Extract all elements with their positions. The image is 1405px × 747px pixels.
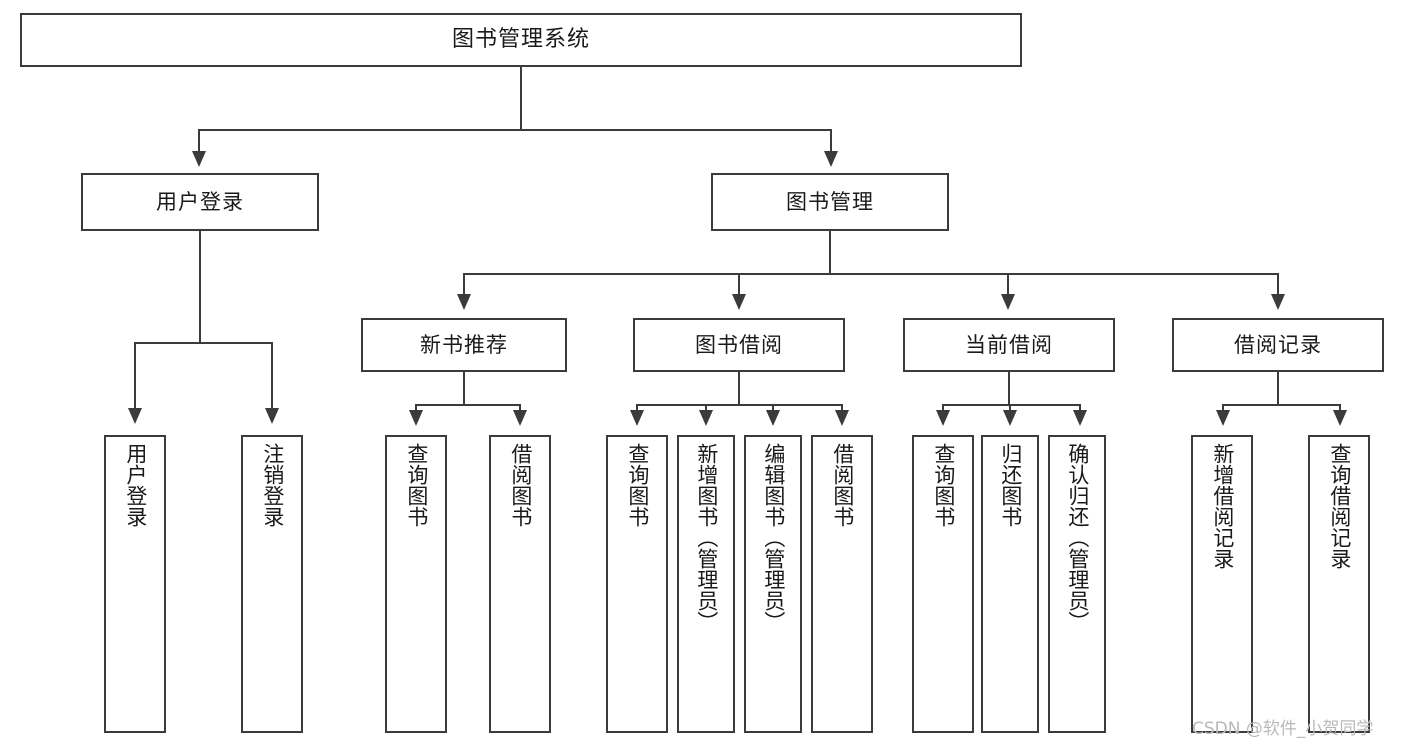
node-label: 图书管理	[786, 189, 874, 214]
connector-borrow-record-drop-2	[1339, 404, 1341, 412]
node-label: 用户登录	[156, 189, 244, 214]
leaf-label: 新增借阅记录	[1210, 443, 1235, 569]
leaf-label: 查询图书	[404, 443, 429, 527]
node-label: 图书管理系统	[451, 27, 590, 53]
leaf-return-book[interactable]: 归还图书	[981, 435, 1039, 733]
connector-current-borrow-drop-1	[942, 404, 944, 412]
leaf-label: 借阅图书	[508, 443, 533, 527]
connector-book-borrow-drop-1	[636, 404, 638, 412]
connector-user-login-drop-2	[271, 342, 273, 410]
arrowhead-leaf-logout	[265, 408, 279, 424]
arrowhead-leaf-query-book-3	[936, 410, 950, 426]
leaf-logout[interactable]: 注销登录	[241, 435, 303, 733]
leaf-edit-book-admin[interactable]: 编辑图书（管理员）	[744, 435, 802, 733]
connector-to-current-borrow	[1007, 273, 1009, 296]
connector-current-borrow-drop-2	[1009, 404, 1011, 412]
connector-root-bus	[198, 129, 832, 131]
arrowhead-leaf-query-record	[1333, 410, 1347, 426]
leaf-label: 确认归还（管理员）	[1065, 443, 1090, 632]
arrowhead-leaf-confirm-return	[1073, 410, 1087, 426]
leaf-label: 查询借阅记录	[1327, 443, 1352, 569]
arrowhead-root-to-user-login	[192, 151, 206, 167]
watermark-csdn: CSDN @软件_小贺同学	[1192, 719, 1374, 739]
connector-borrow-record-bus	[1222, 404, 1341, 406]
connector-book-manage-stem	[829, 231, 831, 274]
connector-user-login-stem	[199, 231, 201, 343]
leaf-label: 编辑图书（管理员）	[761, 443, 786, 632]
leaf-label: 注销登录	[260, 443, 285, 527]
connector-to-book-borrow	[738, 273, 740, 296]
connector-new-book-stem	[463, 372, 465, 405]
connector-book-borrow-bus	[636, 404, 843, 406]
node-user-login[interactable]: 用户登录	[81, 173, 319, 231]
arrowhead-leaf-add-record	[1216, 410, 1230, 426]
node-borrow-record[interactable]: 借阅记录	[1172, 318, 1384, 372]
leaf-label: 新增图书（管理员）	[694, 443, 719, 632]
leaf-query-book-current[interactable]: 查询图书	[912, 435, 974, 733]
connector-root-stem	[520, 67, 522, 130]
connector-book-borrow-stem	[738, 372, 740, 405]
leaf-borrow-book[interactable]: 借阅图书	[811, 435, 873, 733]
leaf-borrow-book-recommend[interactable]: 借阅图书	[489, 435, 551, 733]
arrowhead-root-to-book-manage	[824, 151, 838, 167]
node-new-book-recommend[interactable]: 新书推荐	[361, 318, 567, 372]
leaf-label: 查询图书	[625, 443, 650, 527]
connector-book-borrow-drop-3	[772, 404, 774, 412]
node-label: 当前借阅	[965, 332, 1053, 357]
arrowhead-leaf-user-login	[128, 408, 142, 424]
node-book-management[interactable]: 图书管理	[711, 173, 949, 231]
node-label: 图书借阅	[695, 332, 783, 357]
leaf-label: 用户登录	[123, 443, 148, 527]
leaf-query-book-borrow[interactable]: 查询图书	[606, 435, 668, 733]
leaf-label: 查询图书	[931, 443, 956, 527]
connector-user-login-bus	[134, 342, 273, 344]
connector-root-to-book-manage	[830, 129, 832, 154]
arrowhead-to-borrow-record	[1271, 294, 1285, 310]
connector-current-borrow-drop-3	[1079, 404, 1081, 412]
connector-borrow-record-drop-1	[1222, 404, 1224, 412]
node-label: 新书推荐	[420, 332, 508, 357]
connector-book-borrow-drop-2	[705, 404, 707, 412]
connector-to-new-book	[463, 273, 465, 296]
arrowhead-leaf-query-book-2	[630, 410, 644, 426]
arrowhead-leaf-add-book	[699, 410, 713, 426]
node-book-borrow[interactable]: 图书借阅	[633, 318, 845, 372]
leaf-add-borrow-record[interactable]: 新增借阅记录	[1191, 435, 1253, 733]
leaf-label: 归还图书	[998, 443, 1023, 527]
leaf-add-book-admin[interactable]: 新增图书（管理员）	[677, 435, 735, 733]
arrowhead-leaf-query-book-1	[409, 410, 423, 426]
connector-new-book-bus	[415, 404, 520, 406]
connector-to-borrow-record	[1277, 273, 1279, 296]
node-root-system[interactable]: 图书管理系统	[20, 13, 1022, 67]
connector-user-login-drop-1	[134, 342, 136, 410]
connector-new-book-drop-2	[519, 404, 521, 412]
arrowhead-to-book-borrow	[732, 294, 746, 310]
connector-current-borrow-stem	[1008, 372, 1010, 405]
leaf-confirm-return-admin[interactable]: 确认归还（管理员）	[1048, 435, 1106, 733]
connector-book-manage-bus	[463, 273, 1277, 275]
connector-borrow-record-stem	[1277, 372, 1279, 405]
leaf-label: 借阅图书	[830, 443, 855, 527]
arrowhead-to-new-book	[457, 294, 471, 310]
arrowhead-leaf-edit-book	[766, 410, 780, 426]
leaf-query-book-recommend[interactable]: 查询图书	[385, 435, 447, 733]
arrowhead-leaf-borrow-book-1	[513, 410, 527, 426]
leaf-user-login[interactable]: 用户登录	[104, 435, 166, 733]
arrowhead-leaf-return-book	[1003, 410, 1017, 426]
node-current-borrow[interactable]: 当前借阅	[903, 318, 1115, 372]
connector-current-borrow-bus	[942, 404, 1081, 406]
arrowhead-to-current-borrow	[1001, 294, 1015, 310]
connector-book-borrow-drop-4	[841, 404, 843, 412]
leaf-query-borrow-record[interactable]: 查询借阅记录	[1308, 435, 1370, 733]
node-label: 借阅记录	[1234, 332, 1322, 357]
connector-new-book-drop-1	[415, 404, 417, 412]
arrowhead-leaf-borrow-book-2	[835, 410, 849, 426]
connector-root-to-user-login	[198, 129, 200, 154]
